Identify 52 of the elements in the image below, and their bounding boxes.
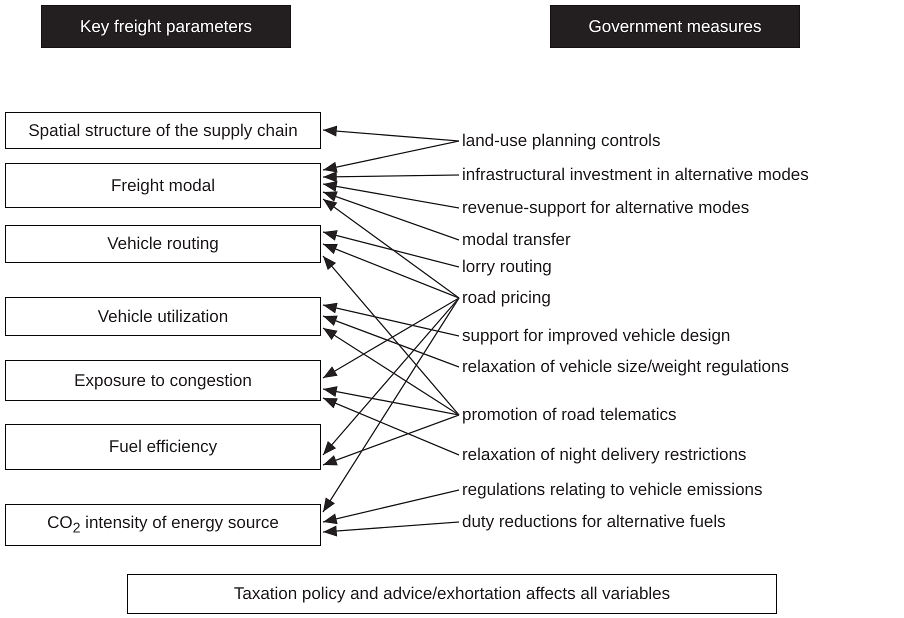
- arrow: [322, 180, 460, 209]
- label-text: CO$_{2}$ intensity of energy source: [47, 513, 279, 537]
- arrow: [322, 302, 460, 337]
- measure-label: support for improved vehicle design: [462, 326, 730, 346]
- arrow: [322, 198, 460, 299]
- measure-label: infrastructural investment in alternative modes: [462, 165, 809, 185]
- label-text: Vehicle utilization: [98, 306, 228, 326]
- arrow: [322, 386, 460, 416]
- arrow: [322, 243, 460, 299]
- label-text: Taxation policy and advice/exhortation affects all variables: [234, 584, 670, 604]
- measure-label: road pricing: [462, 288, 551, 308]
- measure-label: relaxation of vehicle size/weight regulations: [462, 357, 789, 377]
- arrow: [322, 297, 460, 379]
- arrow: [322, 521, 460, 536]
- arrow: [322, 298, 460, 512]
- measure-label: promotion of road telematics: [462, 405, 676, 425]
- arrow: [322, 298, 460, 456]
- measure-label: lorry routing: [462, 257, 552, 277]
- label-text: Spatial structure of the supply chain: [28, 120, 298, 140]
- arrow: [322, 126, 460, 142]
- arrow: [322, 140, 460, 172]
- parameter-box: [5, 504, 321, 546]
- parameter-box: [5, 424, 321, 470]
- parameter-box: [5, 112, 321, 149]
- parameter-box: [5, 225, 321, 263]
- column-heading: [41, 5, 291, 48]
- measure-label: revenue-support for alternative modes: [462, 198, 750, 218]
- measure-label: land-use planning controls: [462, 131, 660, 151]
- arrow: [322, 191, 460, 241]
- label-text: Fuel efficiency: [108, 437, 218, 457]
- note-box: [127, 574, 777, 614]
- parameter-box: [5, 163, 321, 208]
- parameter-box: [5, 297, 321, 336]
- measure-label: regulations relating to vehicle emissions: [462, 480, 762, 500]
- arrow: [322, 315, 460, 368]
- measure-label: modal transfer: [462, 230, 571, 250]
- label-text: Exposure to congestion: [74, 370, 252, 390]
- label-text: Freight modal: [111, 176, 215, 196]
- arrow: [322, 256, 460, 416]
- parameter-box: [5, 360, 321, 401]
- label-text: Vehicle routing: [107, 234, 219, 254]
- arrow: [322, 397, 460, 456]
- arrow: [323, 171, 459, 182]
- measure-label: relaxation of night delivery restrictions: [462, 445, 746, 465]
- arrow: [322, 489, 460, 524]
- arrow: [322, 414, 460, 466]
- arrow: [322, 327, 460, 416]
- measure-label: duty reductions for alternative fuels: [462, 512, 726, 532]
- column-heading: [550, 5, 800, 48]
- heading-text: Government measures: [588, 16, 762, 36]
- heading-text: Key freight parameters: [80, 16, 252, 36]
- arrow: [322, 230, 460, 268]
